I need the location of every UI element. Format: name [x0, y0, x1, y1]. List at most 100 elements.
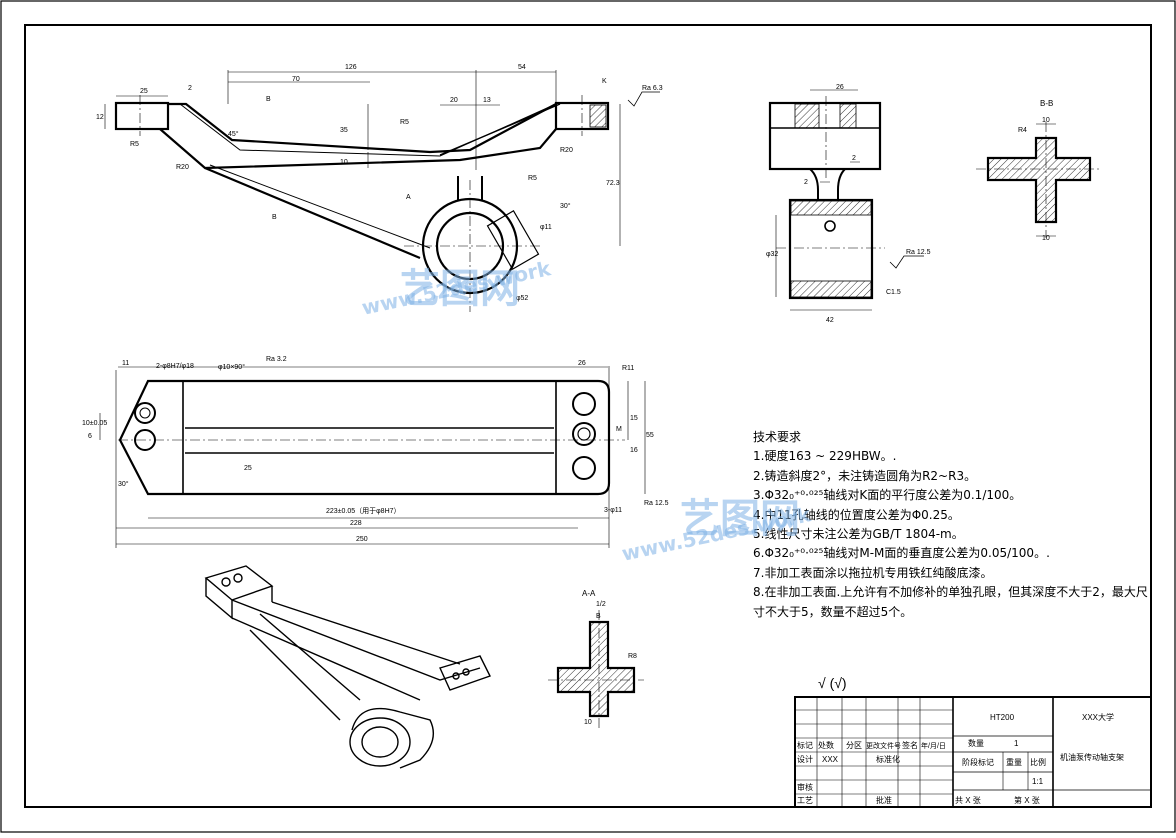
dim-label: Ra 12.5 [906, 249, 931, 256]
hub-slot [457, 176, 483, 200]
title-block-cols-mid [1002, 752, 1029, 790]
iso-hole [233, 573, 243, 583]
side-top-block [768, 101, 882, 171]
tech-req-item: 3.Φ32₀⁺⁰·⁰²⁵轴线对K面的平行度公差为0.1/100。 [753, 488, 1022, 503]
section-bb-title: B-B [1040, 99, 1053, 108]
tech-req-item: 8.在非加工表面.上允许有不加修补的单独孔眼，但其深度不大于2，最大尺寸不大于5… [753, 585, 1148, 619]
dim-label: φ11 [540, 224, 552, 231]
hole-right-3 [572, 456, 596, 480]
roughness-symbol [627, 91, 660, 107]
iso-hole [452, 672, 460, 680]
dim-label: 2 [852, 155, 856, 162]
hub-centerlines [404, 180, 540, 312]
sheet-number: 第 X 张 [1014, 795, 1040, 805]
quantity-label: 数量 [968, 738, 984, 748]
section-aa [548, 610, 644, 728]
school-name: XXX大学 [1082, 712, 1114, 722]
side-hub-block [788, 198, 874, 300]
iso-beam [231, 599, 481, 701]
dim-label: R5 [528, 175, 537, 182]
dim-label: 30° [118, 480, 129, 488]
top-view-labels: 25 2 70 126 54 20 13 12 45° 35 10 R5 R20… [96, 64, 663, 302]
dim-label: 45° [228, 130, 239, 138]
dim-label: R5 [400, 119, 409, 126]
iso-left-boss-top [204, 565, 274, 601]
hole-right-2 [572, 422, 596, 446]
dim-label: R20 [176, 164, 189, 171]
stage-label: 阶段标记 [962, 757, 994, 767]
right-web [439, 103, 561, 156]
dim-label: Ra 3.2 [266, 356, 287, 363]
tech-req-item: 5.线性尺寸未注公差为GB/T 1804-m。 [753, 527, 964, 542]
section-aa-title: A-A [582, 589, 596, 598]
tech-req-item: 6.Φ32₀⁺⁰·⁰²⁵轴线对M-M面的垂直度公差为0.05/100。. [753, 546, 1050, 561]
header-zone: 分区 [846, 741, 862, 750]
dim-label: 26 [578, 360, 586, 367]
lower-beam-edge [159, 128, 557, 170]
side-top-section-left [794, 103, 820, 129]
side-roughness-symbol [889, 255, 924, 269]
dim-label: R5 [130, 141, 139, 148]
dim-label: 3-φ11 [604, 507, 622, 514]
side-top-section-right [839, 103, 857, 129]
side-dimension-lines [775, 89, 872, 311]
dim-label: Ra 12.5 [644, 500, 669, 507]
tech-req-title: 技术要求 [753, 430, 802, 444]
right-boss-section [589, 104, 607, 128]
standardization-label: 标准化 [876, 754, 900, 764]
dim-label: 35 [340, 127, 348, 134]
diagonal-strut [204, 166, 421, 260]
plan-rib-lines [185, 427, 554, 454]
dim-label: 72.3 [606, 180, 620, 187]
top-dimension-lines [104, 71, 621, 246]
boss-centerlines [139, 95, 583, 136]
dim-label: Ra 6.3 [642, 85, 663, 92]
dim-label: 30° [560, 202, 571, 210]
iso-hole [462, 668, 470, 676]
dim-label: R11 [622, 365, 634, 372]
header-date: 年/月/日 [921, 741, 946, 750]
side-view [768, 89, 924, 311]
header-count: 处数 [818, 740, 834, 750]
ratio-label: 比例 [1030, 757, 1046, 767]
iso-right-boss [439, 655, 491, 691]
header-mark: 标记 [797, 740, 813, 750]
weight-label: 重量 [1006, 757, 1022, 767]
approve-label: 批准 [876, 795, 892, 805]
header-change-doc: 更改文件号 [866, 741, 901, 750]
hole-right-2-inner [577, 427, 591, 441]
plan-view [99, 366, 646, 548]
isometric-view [204, 565, 491, 769]
side-oil-hole [824, 220, 836, 232]
dim-label: K [602, 78, 607, 85]
dim-label: φ10×90° [218, 363, 245, 371]
top-extension-lines [227, 70, 557, 170]
plan-dimension-lines [99, 366, 646, 545]
dim-label: 228 [350, 520, 362, 527]
watermark-brand: 艺图网 [680, 496, 800, 542]
dim-label: 11 [122, 360, 129, 367]
technical-requirements: 技术要求 1.硬度163 ~ 229HBW。. 2.铸造斜度2°，未注铸造圆角为… [753, 428, 1148, 622]
watermark-brand: 艺图网 [400, 266, 520, 312]
roughness-note: √ (√) [818, 675, 847, 691]
iso-left-boss-sides [205, 578, 273, 620]
dim-label: B [266, 96, 271, 103]
dim-label: 70 [292, 76, 300, 83]
section-bb [976, 122, 1102, 238]
dim-label: A [406, 194, 411, 201]
dim-label: C1.5 [886, 289, 901, 296]
dim-label: 250 [356, 536, 368, 543]
part-name: 机油泵传动轴支架 [1060, 752, 1124, 762]
hub-section-cut [486, 210, 540, 270]
designer: XXX [822, 755, 839, 764]
dim-label: R8 [628, 653, 637, 660]
title-block-cols-left [816, 697, 921, 807]
top-view [104, 70, 660, 312]
design-label: 设计 [797, 754, 813, 764]
iso-hub-body [351, 707, 434, 769]
review-label: 审核 [797, 782, 813, 792]
header-signature: 签名 [902, 740, 918, 750]
